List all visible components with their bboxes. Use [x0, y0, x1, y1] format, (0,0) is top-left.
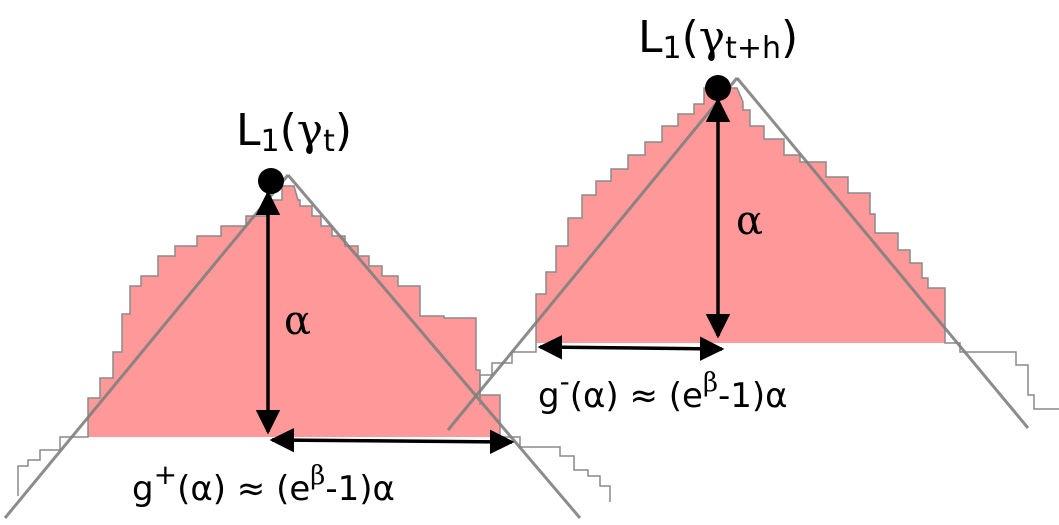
right-alpha-label: α	[736, 198, 763, 244]
right-cone-left	[446, 77, 739, 431]
left-alpha-label: α	[284, 298, 311, 344]
left-g-arrow	[269, 427, 515, 455]
right-g-arrow	[537, 334, 725, 362]
right-staircase	[479, 87, 1059, 410]
left-peak-label: L1(γt)	[236, 105, 352, 159]
left-cone-left	[3, 174, 290, 519]
left-g-label: g+(α) ≈ (eβ-1)α	[132, 458, 395, 509]
right-shaded-region	[536, 88, 945, 343]
left-panel: L1(γt) α g+(α) ≈ (eβ-1)α	[3, 105, 611, 519]
left-shaded-region	[88, 186, 500, 437]
right-panel: L1(γt+h) α g-(α) ≈ (eβ-1)α	[446, 12, 1059, 431]
right-g-label: g-(α) ≈ (eβ-1)α	[538, 365, 788, 416]
left-peak-dot	[258, 168, 284, 194]
right-peak-label: L1(γt+h)	[638, 12, 798, 66]
right-cone-right	[735, 77, 1030, 429]
right-peak-dot	[705, 75, 731, 101]
left-staircase	[17, 185, 611, 502]
left-cone-right	[286, 174, 582, 519]
